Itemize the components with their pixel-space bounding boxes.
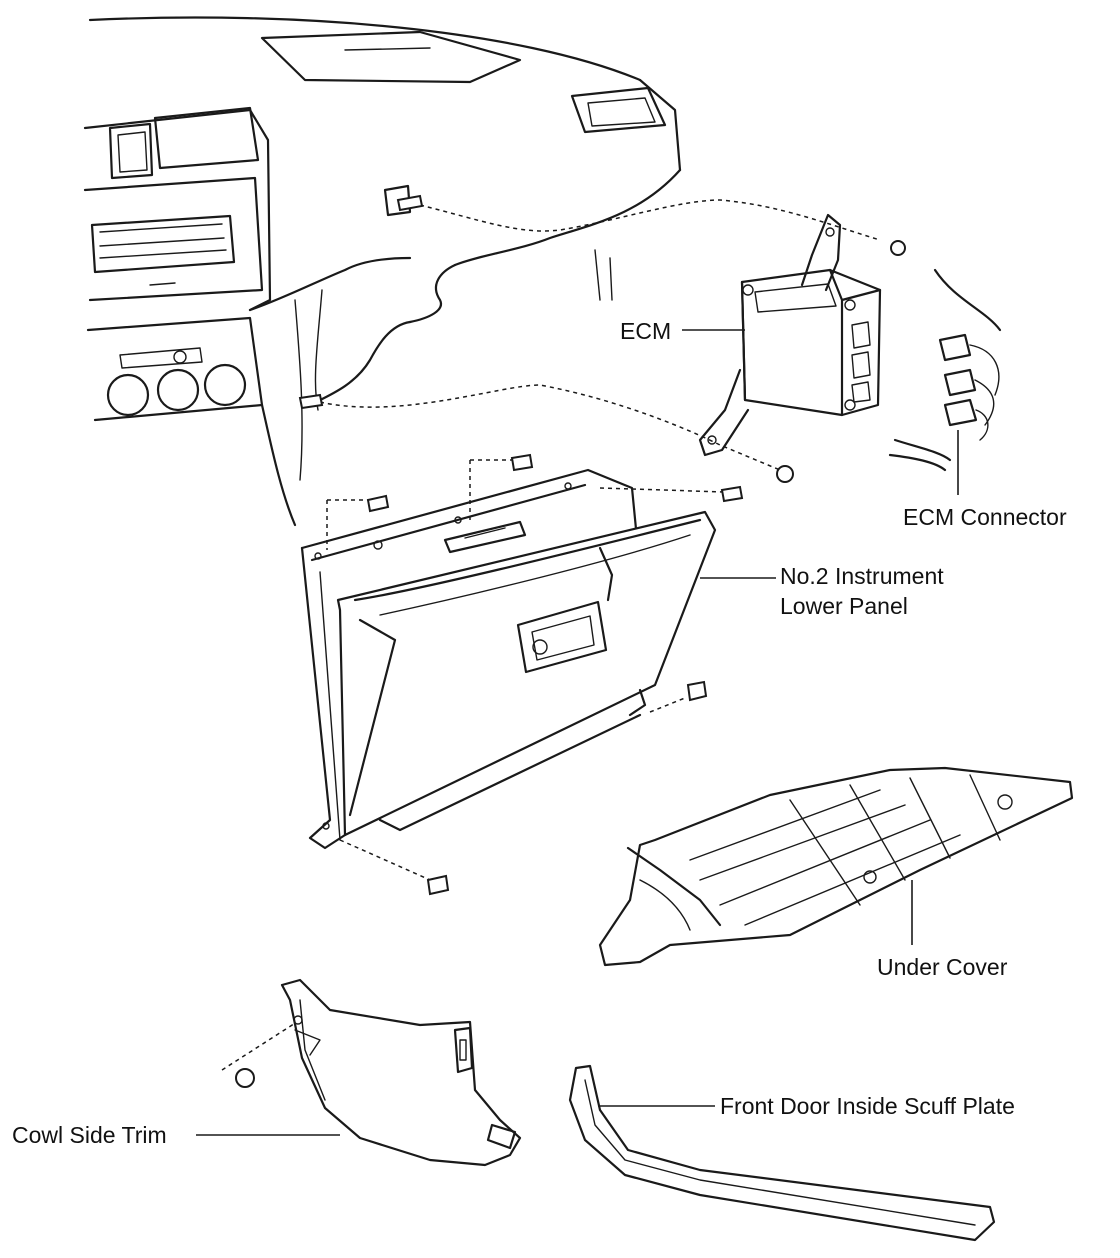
label-front-door-scuff-plate: Front Door Inside Scuff Plate bbox=[720, 1093, 1015, 1119]
ecm-unit bbox=[698, 213, 882, 457]
label-cowl-side-trim: Cowl Side Trim bbox=[12, 1122, 167, 1148]
cowl-side-trim bbox=[280, 978, 522, 1167]
labels: ECM ECM Connector No.2 Instrument Lower … bbox=[12, 318, 1067, 1148]
label-under-cover: Under Cover bbox=[877, 954, 1008, 980]
under-cover bbox=[598, 766, 1074, 967]
dashboard-illustration bbox=[83, 16, 682, 527]
label-ecm: ECM bbox=[620, 318, 671, 344]
label-instrument-lower-panel-line1: No.2 Instrument bbox=[780, 563, 944, 589]
instrument-lower-panel bbox=[300, 468, 717, 850]
ecm-connector bbox=[888, 268, 1002, 495]
label-instrument-lower-panel-line2: Lower Panel bbox=[780, 593, 908, 619]
fasteners bbox=[235, 194, 906, 1088]
label-ecm-connector: ECM Connector bbox=[903, 504, 1067, 530]
scuff-plate bbox=[568, 1064, 996, 1242]
leader-lines bbox=[196, 329, 776, 1136]
